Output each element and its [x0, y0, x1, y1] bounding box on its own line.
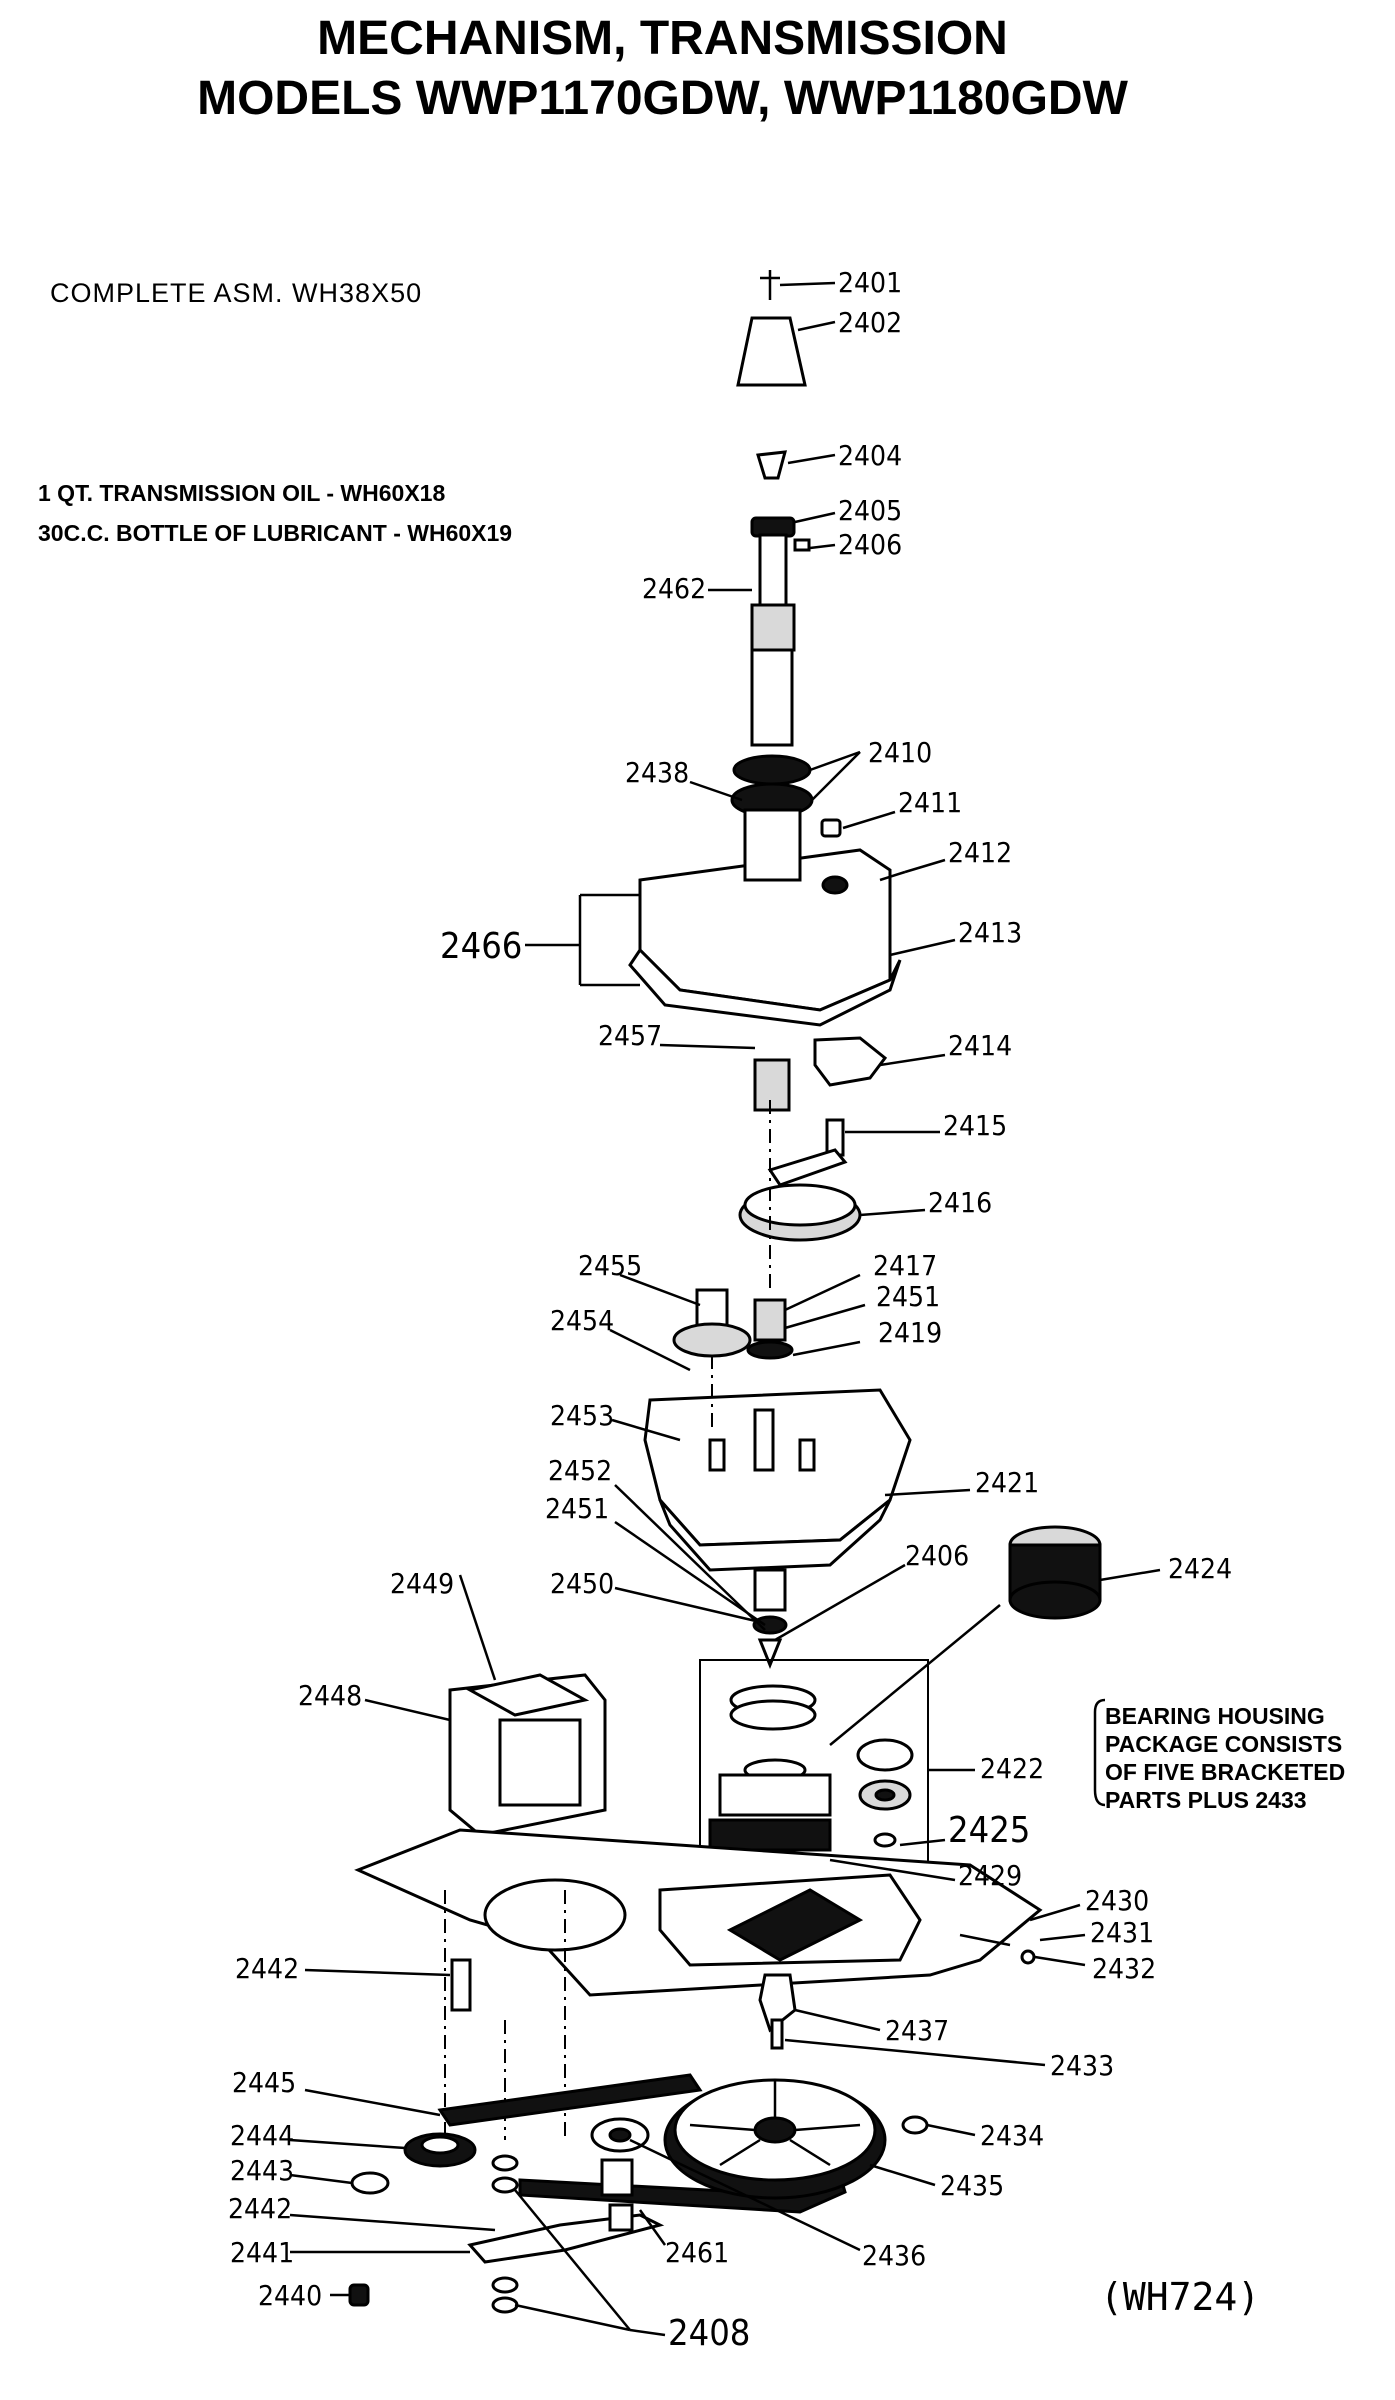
part-2435-transmission-pulley [663, 2078, 887, 2200]
part-2462-shaft [750, 533, 796, 747]
label-2417: 2417 [873, 1249, 937, 1282]
label-2451-top: 2451 [876, 1280, 940, 1313]
bearing-housing-note: BEARING HOUSING PACKAGE CONSISTS OF FIVE… [1105, 1702, 1345, 1814]
label-2461: 2461 [665, 2236, 729, 2269]
label-2416: 2416 [928, 1186, 992, 1219]
label-2450: 2450 [550, 1567, 614, 1600]
diagram-reference-code: (WH724) [1100, 2275, 1261, 2319]
label-2413: 2413 [958, 916, 1022, 949]
label-2414: 2414 [948, 1029, 1012, 1062]
bearing-note-line1: BEARING HOUSING [1105, 1703, 1325, 1729]
diagram-title-line1: MECHANISM, TRANSMISSION [317, 12, 1008, 65]
label-2440: 2440 [258, 2279, 322, 2312]
label-2404: 2404 [838, 439, 902, 472]
part-2461-idler [590, 2117, 650, 2232]
label-2406-top: 2406 [838, 528, 902, 561]
label-2435: 2435 [940, 2169, 1004, 2202]
label-2466: 2466 [440, 926, 522, 967]
part-2455-pinion-gear [672, 1288, 752, 1358]
part-2404-clip [756, 450, 788, 480]
label-2453: 2453 [550, 1399, 614, 1432]
label-2448: 2448 [298, 1679, 362, 1712]
label-2415: 2415 [943, 1109, 1007, 1142]
label-2411: 2411 [898, 786, 962, 819]
part-2450-shaft-end [752, 1568, 788, 1670]
label-2451-bottom: 2451 [545, 1492, 609, 1525]
part-2448-motor-mount [448, 1673, 607, 1885]
part-2401-screw [760, 270, 780, 300]
label-2412: 2412 [948, 836, 1012, 869]
part-2422-bearing-package [699, 1659, 929, 1866]
bearing-note-line2: PACKAGE CONSISTS [1105, 1731, 1343, 1757]
transmission-oil-note: 1 QT. TRANSMISSION OIL - WH60X18 [38, 480, 446, 506]
label-2408: 2408 [668, 2313, 750, 2354]
label-2449: 2449 [390, 1567, 454, 1600]
label-2425: 2425 [948, 1810, 1030, 1851]
label-2438: 2438 [625, 756, 689, 789]
part-2417-gear [746, 1298, 794, 1360]
part-2442-post [450, 1958, 472, 2012]
leader-lines [289, 281, 1161, 2337]
part-2412-screw [879, 870, 906, 882]
label-2442-lower: 2442 [228, 2192, 292, 2225]
label-2441: 2441 [230, 2236, 294, 2269]
part-2421-gear-case [643, 1388, 912, 1572]
complete-assembly-note: COMPLETE ASM. WH38X50 [50, 278, 423, 308]
label-2445: 2445 [232, 2066, 296, 2099]
diagram-title-line2: MODELS WWP1170GDW, WWP1180GDW [197, 72, 1128, 125]
part-2406-pin [793, 538, 811, 552]
bearing-note-line4: PARTS PLUS 2433 [1105, 1787, 1307, 1813]
part-2457-pinion [753, 1058, 791, 1112]
part-2424-sleeve [1008, 1525, 1102, 1620]
label-2455: 2455 [578, 1249, 642, 1282]
label-2457: 2457 [598, 1019, 662, 1052]
label-2436: 2436 [862, 2239, 926, 2272]
part-labels: 2401 2402 2404 2405 2406 2462 2410 2438 … [228, 266, 1232, 2354]
label-2433: 2433 [1050, 2049, 1114, 2082]
part-2466-gear-case-cover [628, 808, 902, 1027]
lubricant-note: 30C.C. BOTTLE OF LUBRICANT - WH60X19 [38, 520, 513, 546]
part-2431-screw [959, 1933, 1011, 1947]
label-2454: 2454 [550, 1304, 614, 1337]
part-2432-nut [1020, 1949, 1036, 1965]
label-2405: 2405 [838, 494, 902, 527]
part-2443-clip [350, 2171, 390, 2195]
part-2414-lever [813, 1036, 888, 1087]
part-2411-plug [820, 818, 842, 838]
label-2431: 2431 [1090, 1916, 1154, 1949]
part-2434-clip [901, 2115, 929, 2135]
label-2442-upper: 2442 [235, 1952, 299, 1985]
label-2430: 2430 [1085, 1884, 1149, 1917]
part-2410-seals [730, 754, 814, 818]
part-2405-collar [750, 516, 796, 538]
label-2432: 2432 [1092, 1952, 1156, 1985]
part-2433-screw [770, 2018, 784, 2050]
bearing-note-line3: OF FIVE BRACKETED [1105, 1759, 1346, 1785]
part-2402-agitator-cap [736, 316, 807, 387]
label-2444: 2444 [230, 2119, 294, 2152]
label-2452: 2452 [548, 1454, 612, 1487]
label-2437: 2437 [885, 2014, 949, 2047]
part-2415-crank [767, 1118, 848, 1187]
label-2434: 2434 [980, 2119, 1044, 2152]
label-2402: 2402 [838, 306, 902, 339]
part-2440-nut [348, 2283, 370, 2307]
part-2416-gear [738, 1183, 862, 1242]
label-2406-bottom: 2406 [905, 1539, 969, 1572]
label-2424: 2424 [1168, 1552, 1232, 1585]
label-2410: 2410 [868, 736, 932, 769]
label-2421: 2421 [975, 1466, 1039, 1499]
label-2401: 2401 [838, 266, 902, 299]
label-2462: 2462 [642, 572, 706, 605]
label-2429: 2429 [958, 1859, 1022, 1892]
label-2419: 2419 [878, 1316, 942, 1349]
part-base-plate [354, 1828, 1043, 1997]
label-2422: 2422 [980, 1752, 1044, 1785]
part-2444-motor-pulley [403, 2132, 477, 2168]
label-2443: 2443 [230, 2154, 294, 2187]
